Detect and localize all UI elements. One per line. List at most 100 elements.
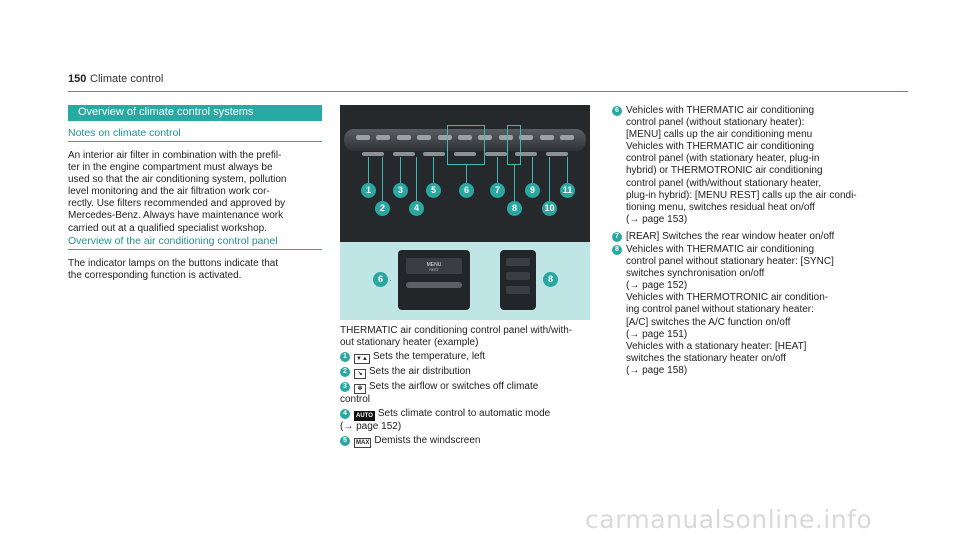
list-item: 6 Vehicles with THERMATIC air conditioni… xyxy=(612,105,867,226)
caption-line: out stationary heater (example) xyxy=(340,337,479,349)
callout-3: 3 xyxy=(393,183,408,198)
list-item: 1 ▼▲Sets the temperature, left xyxy=(340,351,595,364)
callout-4: 4 xyxy=(409,201,424,216)
leader-line xyxy=(532,157,533,185)
item-text: [A/C] switches the A/C function on/off xyxy=(626,316,791,328)
text-line: rectly. Use filters recommended and appr… xyxy=(68,198,286,210)
item-number: 1 xyxy=(340,352,350,362)
leader-line xyxy=(549,157,550,205)
callout-7: 7 xyxy=(490,183,505,198)
divider xyxy=(68,141,322,142)
watermark: carmanualsonline.info xyxy=(585,505,873,533)
item-text: ing control panel without stationary hea… xyxy=(626,304,814,316)
sync-button xyxy=(506,272,530,280)
item-text: switches synchronisation on/off xyxy=(626,268,765,280)
item-text: Vehicles with THERMOTRONIC air condition… xyxy=(626,292,829,304)
item-text: Sets climate control to automatic mode xyxy=(377,408,551,419)
item-text: Sets the temperature, left xyxy=(372,351,486,362)
callout-2: 2 xyxy=(375,201,390,216)
item-text: control panel (with stationary heater, p… xyxy=(626,153,820,165)
item-text: Vehicles with a stationary heater: [HEAT… xyxy=(626,340,807,352)
sync-button-lower xyxy=(506,286,530,294)
item-text: tioning menu, switches residual heat on/… xyxy=(626,201,815,213)
list-item: 3 ✲Sets the airflow or switches off clim… xyxy=(340,381,595,406)
item-text: (→ page 152) xyxy=(340,421,402,432)
menu-label: MENU xyxy=(426,262,442,268)
item-text: control panel (with/without stationary h… xyxy=(626,177,822,189)
item-text: [MENU] calls up the air conditioning men… xyxy=(626,129,813,141)
highlight-sync xyxy=(507,125,521,165)
item-text: Sets the airflow or switches off climate xyxy=(369,381,539,392)
callout-6: 6 xyxy=(459,183,474,198)
text-line: the corresponding function is activated. xyxy=(68,270,242,282)
panel-buttons xyxy=(356,135,574,143)
item-number: 4 xyxy=(340,409,350,419)
leader-line xyxy=(514,165,515,205)
caption-line: THERMATIC air conditioning control panel… xyxy=(340,325,573,336)
leader-line xyxy=(416,157,417,205)
page-header xyxy=(68,0,908,92)
leader-line xyxy=(390,280,391,281)
item-text: Vehicles with THERMATIC air conditioning xyxy=(626,141,815,153)
item-text: Demists the windscreen xyxy=(374,435,481,446)
callout-11: 11 xyxy=(560,183,575,198)
item-text: control panel (without stationary heater… xyxy=(626,117,805,129)
item-text: control xyxy=(340,394,371,405)
text-line: used so that the air conditioning system… xyxy=(68,174,287,186)
overview-heading: Overview of the air conditioning control… xyxy=(68,235,278,247)
leader-line xyxy=(466,165,467,185)
item-number: 5 xyxy=(340,436,350,446)
item-text: (→ page 152) xyxy=(626,280,688,292)
text-line: ter in the engine compartment must alway… xyxy=(68,162,273,174)
text-line: Mercedes-Benz. Always have maintenance w… xyxy=(68,210,284,222)
leader-line xyxy=(400,157,401,185)
air-distribution-icon: ↘ xyxy=(354,369,366,379)
item-text: (→ page 153) xyxy=(626,213,688,225)
item-number: 3 xyxy=(340,382,350,392)
item-number: 6 xyxy=(612,106,622,116)
leader-line xyxy=(368,157,369,185)
leader-line xyxy=(567,157,568,185)
console-strip xyxy=(344,129,586,151)
leader-line xyxy=(433,157,434,185)
list-item: 8 Vehicles with THERMATIC air conditioni… xyxy=(612,244,867,377)
page-number: 150 xyxy=(68,73,87,85)
item-number: 2 xyxy=(340,367,350,377)
text-line: level monitoring and the air filtration … xyxy=(68,186,270,198)
callout-1: 1 xyxy=(361,183,376,198)
inset-detail: MENU REST 6 8 xyxy=(340,242,590,320)
heater-button xyxy=(506,258,530,266)
item-text: switches the stationary heater on/off xyxy=(626,352,786,364)
auto-icon: AUTO xyxy=(354,411,375,421)
callout-9: 9 xyxy=(525,183,540,198)
sync-button-closeup xyxy=(500,250,536,310)
item-text: hybrid) or THERMOTRONIC air conditioning xyxy=(626,165,823,177)
divider xyxy=(68,249,322,250)
list-item: 2 ↘Sets the air distribution xyxy=(340,366,595,379)
item-number: 7 xyxy=(612,232,622,242)
notes-paragraph: An interior air filter in combination wi… xyxy=(68,150,323,235)
item-number: 8 xyxy=(612,245,622,255)
temp-down-up-icon: ▼▲ xyxy=(354,354,370,364)
notes-heading: Notes on climate control xyxy=(68,127,181,139)
callout-10: 10 xyxy=(542,201,557,216)
item-text: Sets the air distribution xyxy=(369,366,471,377)
highlight-menu xyxy=(447,125,485,165)
leader-line xyxy=(382,157,383,205)
item-text: Vehicles with THERMATIC air conditioning xyxy=(626,105,815,116)
text-line: An interior air filter in combination wi… xyxy=(68,150,282,161)
inset-callout-6: 6 xyxy=(373,272,388,287)
overview-paragraph: The indicator lamps on the buttons indic… xyxy=(68,258,323,282)
section-title: Climate control xyxy=(90,73,164,85)
list-item: 7 [REAR] Switches the rear window heater… xyxy=(612,231,867,243)
callout-5: 5 xyxy=(426,183,441,198)
item-text: (→ page 158) xyxy=(626,364,688,376)
inset-callout-8: 8 xyxy=(543,272,558,287)
menu-sublabel: REST xyxy=(429,268,439,272)
item-text: control panel without stationary heater:… xyxy=(626,256,834,268)
control-panel-photo: 1 2 3 4 5 6 7 8 9 10 11 xyxy=(340,105,590,242)
menu-button-closeup: MENU REST xyxy=(398,250,470,310)
figure-caption: THERMATIC air conditioning control panel… xyxy=(340,325,592,349)
item-text: [REAR] Switches the rear window heater o… xyxy=(626,231,835,242)
